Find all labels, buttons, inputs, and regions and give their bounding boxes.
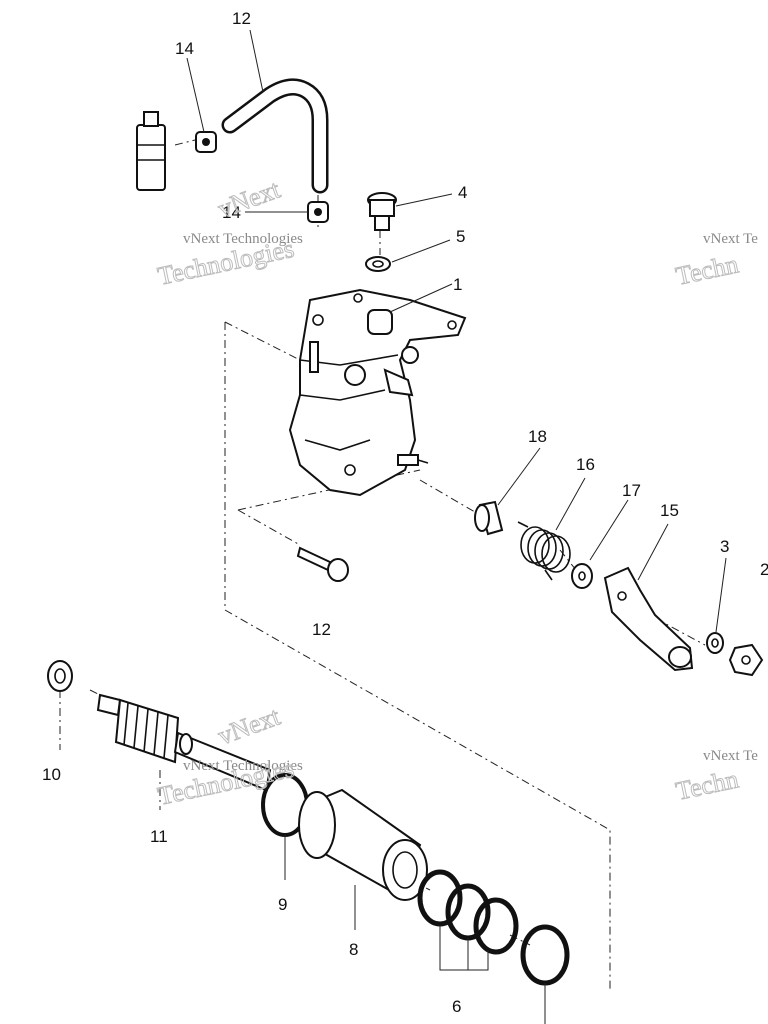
oil-pump-part-1	[288, 288, 467, 497]
callout-6: 6	[452, 997, 461, 1016]
callout-13: 12	[232, 9, 251, 28]
svg-text:vNext Te: vNext Te	[703, 231, 758, 247]
callout-11: 11	[150, 827, 168, 846]
sleeve-part-8	[298, 788, 428, 901]
clamp-part-14-lower	[307, 201, 329, 223]
svg-text:Techn: Techn	[673, 764, 741, 805]
svg-text:Techn: Techn	[673, 249, 741, 290]
washer-part-10	[47, 660, 73, 692]
svg-text:vNext: vNext	[214, 701, 284, 750]
watermark-right-top: vNext Te Techn	[673, 231, 759, 291]
svg-text:vNext Technologies: vNext Technologies	[183, 758, 303, 774]
callout-2: 2	[760, 560, 768, 579]
callout-5: 5	[456, 227, 465, 246]
callout-17: 17	[622, 481, 641, 500]
bushing-part-18	[474, 500, 504, 536]
fitting-left	[136, 111, 166, 191]
callout-4: 4	[458, 183, 467, 202]
callout-14-lower: 14	[222, 203, 241, 222]
washer-part-5	[365, 256, 391, 272]
gear-shaft-part-11	[96, 693, 272, 792]
clamp-part-14-upper	[195, 131, 217, 153]
bolt-part-4	[367, 192, 397, 231]
svg-text:vNext: vNext	[214, 174, 284, 223]
callout-8: 8	[349, 940, 358, 959]
lever-part-15	[603, 566, 694, 672]
spring-part-16	[517, 521, 571, 581]
svg-text:vNext Technologies: vNext Technologies	[183, 231, 303, 247]
callout-3: 3	[720, 537, 729, 556]
callout-18: 18	[528, 427, 547, 446]
watermark-right-bottom: vNext Te Techn	[673, 748, 759, 806]
washer-part-3	[706, 632, 724, 654]
callout-labels: 12 14 14 4 5 1 18 16 17 15 3 2 12 10 11 …	[42, 9, 768, 1016]
watermark-center-top: vNext vNext Technologies Technologies	[155, 174, 303, 291]
callout-15: 15	[660, 501, 679, 520]
svg-text:vNext Te: vNext Te	[703, 748, 758, 764]
leader-lines	[186, 29, 727, 1024]
callout-9: 9	[278, 895, 287, 914]
nut-part-2	[728, 643, 764, 677]
callout-14-upper: 14	[175, 39, 194, 58]
washer-part-17	[571, 563, 593, 589]
hose-part-13	[221, 78, 329, 194]
snap-ring-part-7	[520, 924, 570, 986]
callout-12: 12	[312, 620, 331, 639]
callout-10: 10	[42, 765, 61, 784]
callout-1: 1	[453, 275, 462, 294]
bolt-part-12	[296, 546, 349, 582]
callout-16: 16	[576, 455, 595, 474]
